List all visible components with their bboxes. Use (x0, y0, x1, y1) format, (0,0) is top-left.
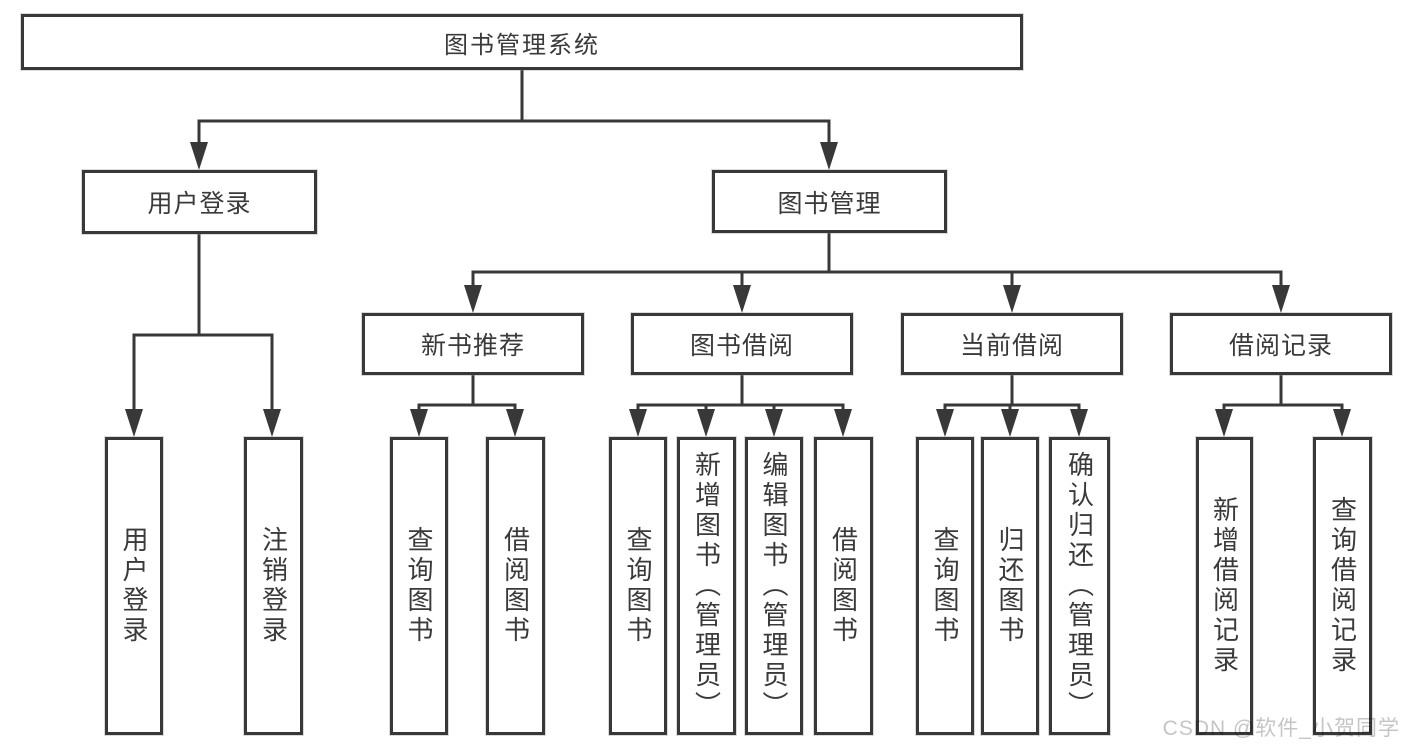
node-borrow-records-label: 借阅记录 (1228, 332, 1333, 360)
arrowhead-icons (125, 142, 1351, 437)
leaf-add-borrow-record: 新增借阅记录 (1196, 437, 1253, 735)
leaf-borrow-books-recommend: 借阅图书 (486, 437, 545, 735)
leaf-borrow-books: 借阅图书 (814, 437, 873, 735)
node-new-book-recommend: 新书推荐 (362, 313, 584, 375)
leaf-borrow-books-recommend-label: 借阅图书 (500, 526, 531, 646)
watermark: CSDN @软件_小贺同学 (1162, 717, 1400, 740)
node-new-book-recommend-label: 新书推荐 (420, 332, 525, 360)
leaf-borrow-books-label: 借阅图书 (828, 526, 859, 646)
leaf-query-borrow-record: 查询借阅记录 (1313, 437, 1372, 735)
node-current-borrow: 当前借阅 (901, 313, 1123, 375)
leaf-query-books-borrow-label: 查询图书 (623, 526, 653, 646)
leaf-query-books-borrow: 查询图书 (609, 437, 667, 735)
node-book-borrow: 图书借阅 (631, 313, 853, 375)
leaf-logout-label: 注销登录 (258, 526, 289, 646)
node-borrow-records: 借阅记录 (1170, 313, 1392, 375)
leaf-return-book-label: 归还图书 (995, 526, 1025, 646)
leaf-add-book-admin-label: 新增图书（管理员） (691, 451, 722, 721)
leaf-confirm-return-admin: 确认归还（管理员） (1049, 437, 1110, 735)
node-root-label: 图书管理系统 (444, 31, 600, 59)
leaf-logout: 注销登录 (244, 437, 303, 735)
leaf-edit-book-admin: 编辑图书（管理员） (745, 437, 803, 735)
node-book-management-label: 图书管理 (777, 189, 882, 218)
leaf-query-books-current-label: 查询图书 (930, 526, 960, 646)
node-book-management: 图书管理 (712, 170, 947, 233)
node-user-login: 用户登录 (82, 170, 317, 234)
leaf-query-borrow-record-label: 查询借阅记录 (1327, 496, 1358, 676)
leaf-confirm-return-admin-label: 确认归还（管理员） (1064, 451, 1095, 721)
node-root: 图书管理系统 (21, 14, 1023, 70)
node-book-borrow-label: 图书借阅 (689, 332, 794, 360)
leaf-user-login-label: 用户登录 (119, 526, 149, 646)
leaf-query-books-recommend: 查询图书 (390, 437, 448, 735)
leaf-query-books-recommend-label: 查询图书 (404, 526, 434, 646)
node-user-login-label: 用户登录 (147, 190, 252, 218)
leaf-add-book-admin: 新增图书（管理员） (677, 437, 736, 735)
leaf-edit-book-admin-label: 编辑图书（管理员） (759, 451, 789, 721)
node-current-borrow-label: 当前借阅 (959, 332, 1064, 360)
leaf-query-books-current: 查询图书 (916, 437, 974, 735)
leaf-user-login: 用户登录 (105, 437, 163, 735)
leaf-add-borrow-record-label: 新增借阅记录 (1209, 496, 1240, 676)
leaf-return-book: 归还图书 (981, 437, 1039, 735)
